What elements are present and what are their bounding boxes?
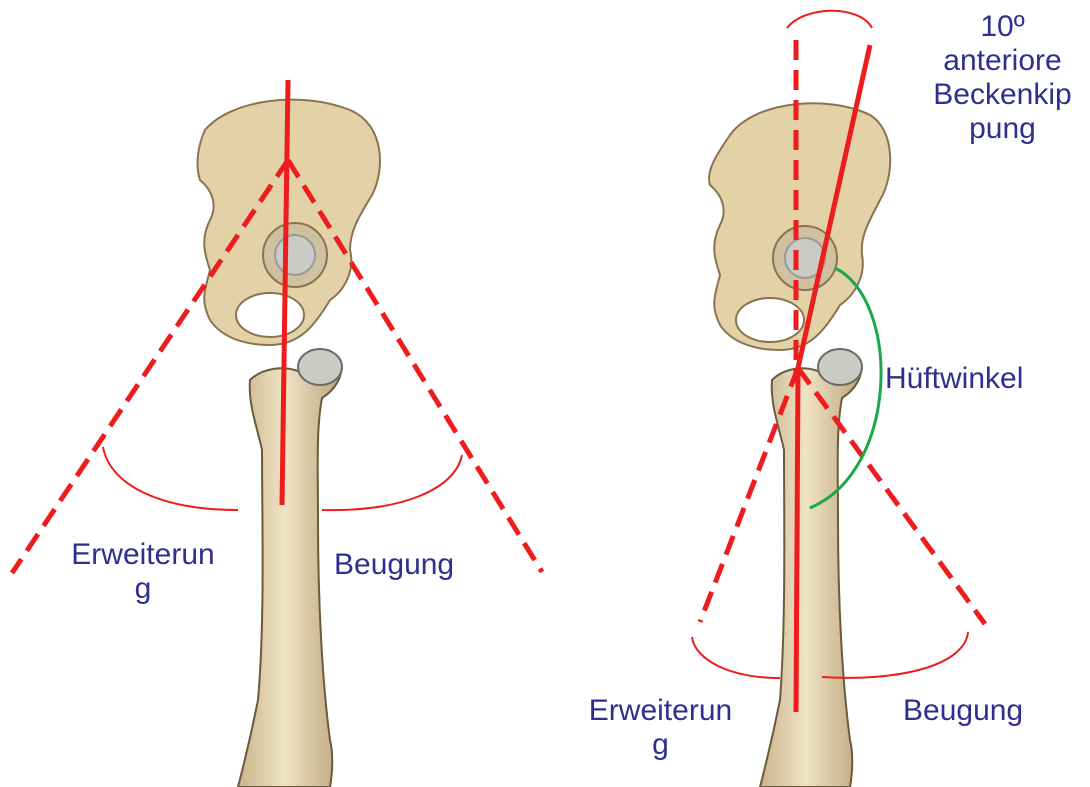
left-extension-arc <box>103 447 238 510</box>
right-extension-label: Erweiterun g <box>568 694 753 762</box>
left-extension-label-line2: g <box>48 572 238 606</box>
right-femur <box>760 349 862 787</box>
left-obturator-foramen <box>236 293 304 337</box>
right-extension-label-line2: g <box>568 728 753 762</box>
left-acetabulum-cartilage <box>275 235 315 275</box>
right-femur-shaft <box>760 356 861 787</box>
left-extension-dashed-line <box>12 160 288 573</box>
left-flexion-arc <box>322 455 462 510</box>
right-femoral-head <box>818 349 862 385</box>
hip-angle-label: Hüftwinkel <box>885 362 1023 396</box>
pelvic-tilt-label: 10º anteriore Beckenkip pung <box>915 10 1090 146</box>
right-pelvis <box>709 103 890 350</box>
left-femur <box>238 349 342 787</box>
left-femur-shaft <box>238 356 341 787</box>
right-flexion-label: Beugung <box>903 694 1023 728</box>
left-extension-label: Erweiterun g <box>48 538 238 606</box>
pelvic-tilt-label-line1: 10º <box>915 10 1090 44</box>
pelvic-tilt-label-line3: Beckenkip <box>915 78 1090 112</box>
pelvic-tilt-label-line2: anteriore <box>915 44 1090 78</box>
pelvic-tilt-label-line4: pung <box>915 112 1090 146</box>
right-extension-arc <box>692 637 780 678</box>
left-flexion-label: Beugung <box>334 548 454 582</box>
left-femoral-head <box>298 349 342 385</box>
right-extension-label-line1: Erweiterun <box>568 694 753 728</box>
right-tilt-arc <box>787 11 872 28</box>
right-femur-axis-line <box>796 368 798 712</box>
left-extension-label-line1: Erweiterun <box>48 538 238 572</box>
